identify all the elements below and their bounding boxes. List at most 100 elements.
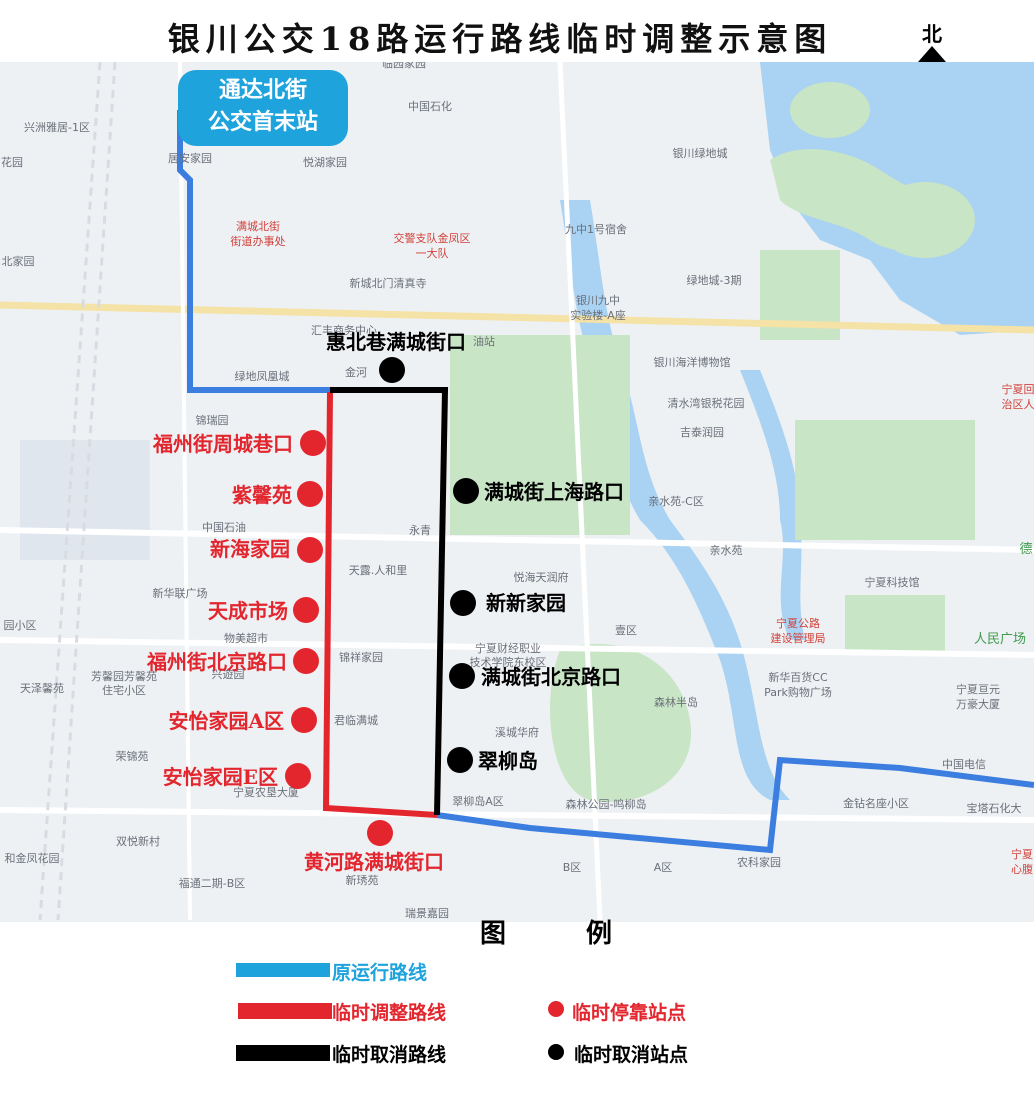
map-poi-label: 悦海天润府 (514, 570, 569, 584)
map-poi-label: 吉泰润园 (680, 425, 724, 439)
cancel-stop-label: 新新家园 (486, 591, 566, 615)
legend-cancel-route-label: 临时取消路线 (332, 1044, 447, 1066)
map-poi-label: 交警支队金凤区 (394, 231, 471, 245)
cancelled-stop-marker (450, 590, 476, 616)
map-poi-label: 君临满城 (334, 713, 378, 727)
temporary-stop-marker (297, 481, 323, 507)
map-poi-label: 和金凤花园 (5, 851, 60, 865)
map-poi-label: 北家园 (2, 254, 35, 268)
legend-original-route-swatch (236, 963, 330, 977)
map-poi-label: 锦瑞园 (196, 413, 229, 427)
map-poi-label: 绿地城-3期 (687, 273, 742, 287)
map-poi-label: 金河 (345, 365, 367, 379)
map-poi-label: 壹区 (615, 624, 637, 637)
map-poi-label: 金钻名座小区 (843, 796, 909, 810)
cancelled-stop-marker (453, 478, 479, 504)
north-label: 北 (922, 22, 942, 46)
map-poi-label: 银川绿地城 (673, 146, 728, 160)
cancel-stop-label: 满城街上海路口 (484, 480, 624, 504)
terminal-line1: 通达北街 (218, 77, 307, 103)
map-poi-label: 中国石油 (202, 520, 246, 534)
map-poi-label: 居安家园 (168, 151, 212, 165)
map-poi-label: 临园家园 (382, 62, 426, 70)
map-poi-label: 满城北街 (236, 219, 280, 233)
map-poi-label: 万豪大厦 (956, 697, 1000, 711)
legend-temp-route-swatch (238, 1003, 332, 1019)
temporary-stop-marker (293, 597, 319, 623)
map-poi-label: 汇丰商务中心 (311, 323, 377, 337)
map-poi-label: 银川海洋博物馆 (654, 355, 731, 369)
map-poi-label: 治区人 (1002, 397, 1034, 411)
legend-title: 图例 (480, 919, 693, 949)
temporary-stop-marker (367, 820, 393, 846)
legend-temp-stop-dot (548, 1001, 564, 1017)
map-poi-label: 油站 (473, 334, 495, 348)
map-poi-label: 德 (1019, 542, 1032, 557)
temp-stop-label: 安怡家园A区 (168, 709, 284, 733)
temporary-stop-marker (291, 707, 317, 733)
map-poi-label: 中国电信 (942, 758, 986, 771)
terminal-station-badge: 通达北街 公交首末站 (178, 70, 348, 146)
map-poi-label: 亲水苑 (710, 543, 743, 557)
map-poi-label: 宁夏科技馆 (865, 575, 920, 589)
legend-original-route-label: 原运行路线 (332, 962, 428, 984)
map-poi-label: 芳馨园芳馨苑 (91, 669, 157, 683)
map-poi-label: 宁夏亘元 (956, 682, 1000, 696)
map-poi-label: 宁夏农垦大厦 (233, 785, 299, 799)
map-poi-label: 锦祥家园 (339, 650, 383, 664)
map-poi-label: 心腹 (1011, 862, 1033, 876)
map-poi-label: 天露.人和里 (349, 564, 408, 577)
map-poi-label: 宁夏公路 (776, 616, 820, 630)
route-map: 临园家园兴洲雅居-1区中国石化居安家园悦湖家园花园满城北街街道办事处交警支队金凤… (0, 62, 1034, 922)
legend-temp-route-label: 临时调整路线 (332, 1002, 447, 1024)
temp-stop-label: 黄河路满城街口 (304, 850, 444, 874)
temp-stop-label: 紫馨苑 (232, 483, 292, 507)
legend-cancel-stop-label: 临时取消站点 (574, 1044, 689, 1066)
map-poi-label: 园小区 (4, 619, 37, 632)
temporary-stop-marker (285, 763, 311, 789)
cancel-stop-label: 惠北巷满城街口 (326, 330, 466, 354)
map-poi-label: 建设管理局 (771, 631, 826, 645)
map-poi-label: Park购物广场 (764, 685, 832, 699)
map-poi-label: 宁夏 (1011, 847, 1033, 861)
map-poi-label: 天泽馨苑 (20, 681, 64, 695)
map-poi-label: 九中1号宿舍 (565, 222, 627, 236)
temporary-route-line (322, 391, 438, 818)
map-poi-label: 翠柳岛A区 (452, 794, 504, 808)
map-poi-label: 永青 (409, 523, 431, 537)
map-poi-label: 人民广场 (974, 632, 1026, 647)
cancelled-stop-marker (447, 747, 473, 773)
map-poi-label: 新城北门清真寺 (350, 276, 427, 290)
legend-cancel-stop-dot (548, 1044, 564, 1060)
cancel-stop-label: 满城街北京路口 (481, 665, 621, 689)
map-poi-label: 宁夏回 (1002, 382, 1034, 396)
legend-cancel-route-swatch (236, 1045, 330, 1061)
map-title: 银川公交18路运行路线临时调整示意图 (167, 20, 833, 58)
map-poi-label: 溪城华府 (495, 725, 539, 739)
temporary-stop-marker (293, 648, 319, 674)
map-poi-label: 福通二期-B区 (179, 876, 246, 890)
map-poi-label: 瑞景嘉园 (405, 906, 449, 920)
map-poi-label: 住宅小区 (102, 683, 146, 697)
map-poi-label: 宝塔石化大 (967, 801, 1022, 815)
map-poi-label: 森林半岛 (654, 695, 698, 709)
map-poi-label: 亲水苑-C区 (648, 494, 704, 508)
map-poi-label: 荣锦苑 (116, 749, 149, 763)
map-poi-label: B区 (563, 861, 582, 874)
temp-stop-label: 天成市场 (208, 599, 288, 623)
map-poi-label: 新华联广场 (153, 586, 208, 600)
map-poi-label: 物美超市 (224, 631, 268, 645)
map-poi-label: 新华百货CC (768, 670, 828, 684)
map-poi-label: 宁夏财经职业 (475, 641, 541, 655)
map-poi-label: 清水湾银税花园 (668, 396, 745, 410)
cancel-stop-label: 翠柳岛 (478, 749, 538, 773)
original-route-line-east (436, 756, 1034, 854)
map-poi-label: 中国石化 (408, 99, 452, 113)
map-poi-label: 悦湖家园 (303, 155, 347, 169)
map-poi-label: 花园 (1, 156, 23, 169)
map-poi-label: 双悦新村 (116, 834, 160, 848)
map-poi-label: 实验楼-A座 (570, 308, 626, 322)
map-poi-label: 新琇苑 (346, 873, 379, 887)
map-poi-label: 绿地凤凰城 (235, 369, 290, 383)
cancelled-route-line (330, 387, 449, 816)
